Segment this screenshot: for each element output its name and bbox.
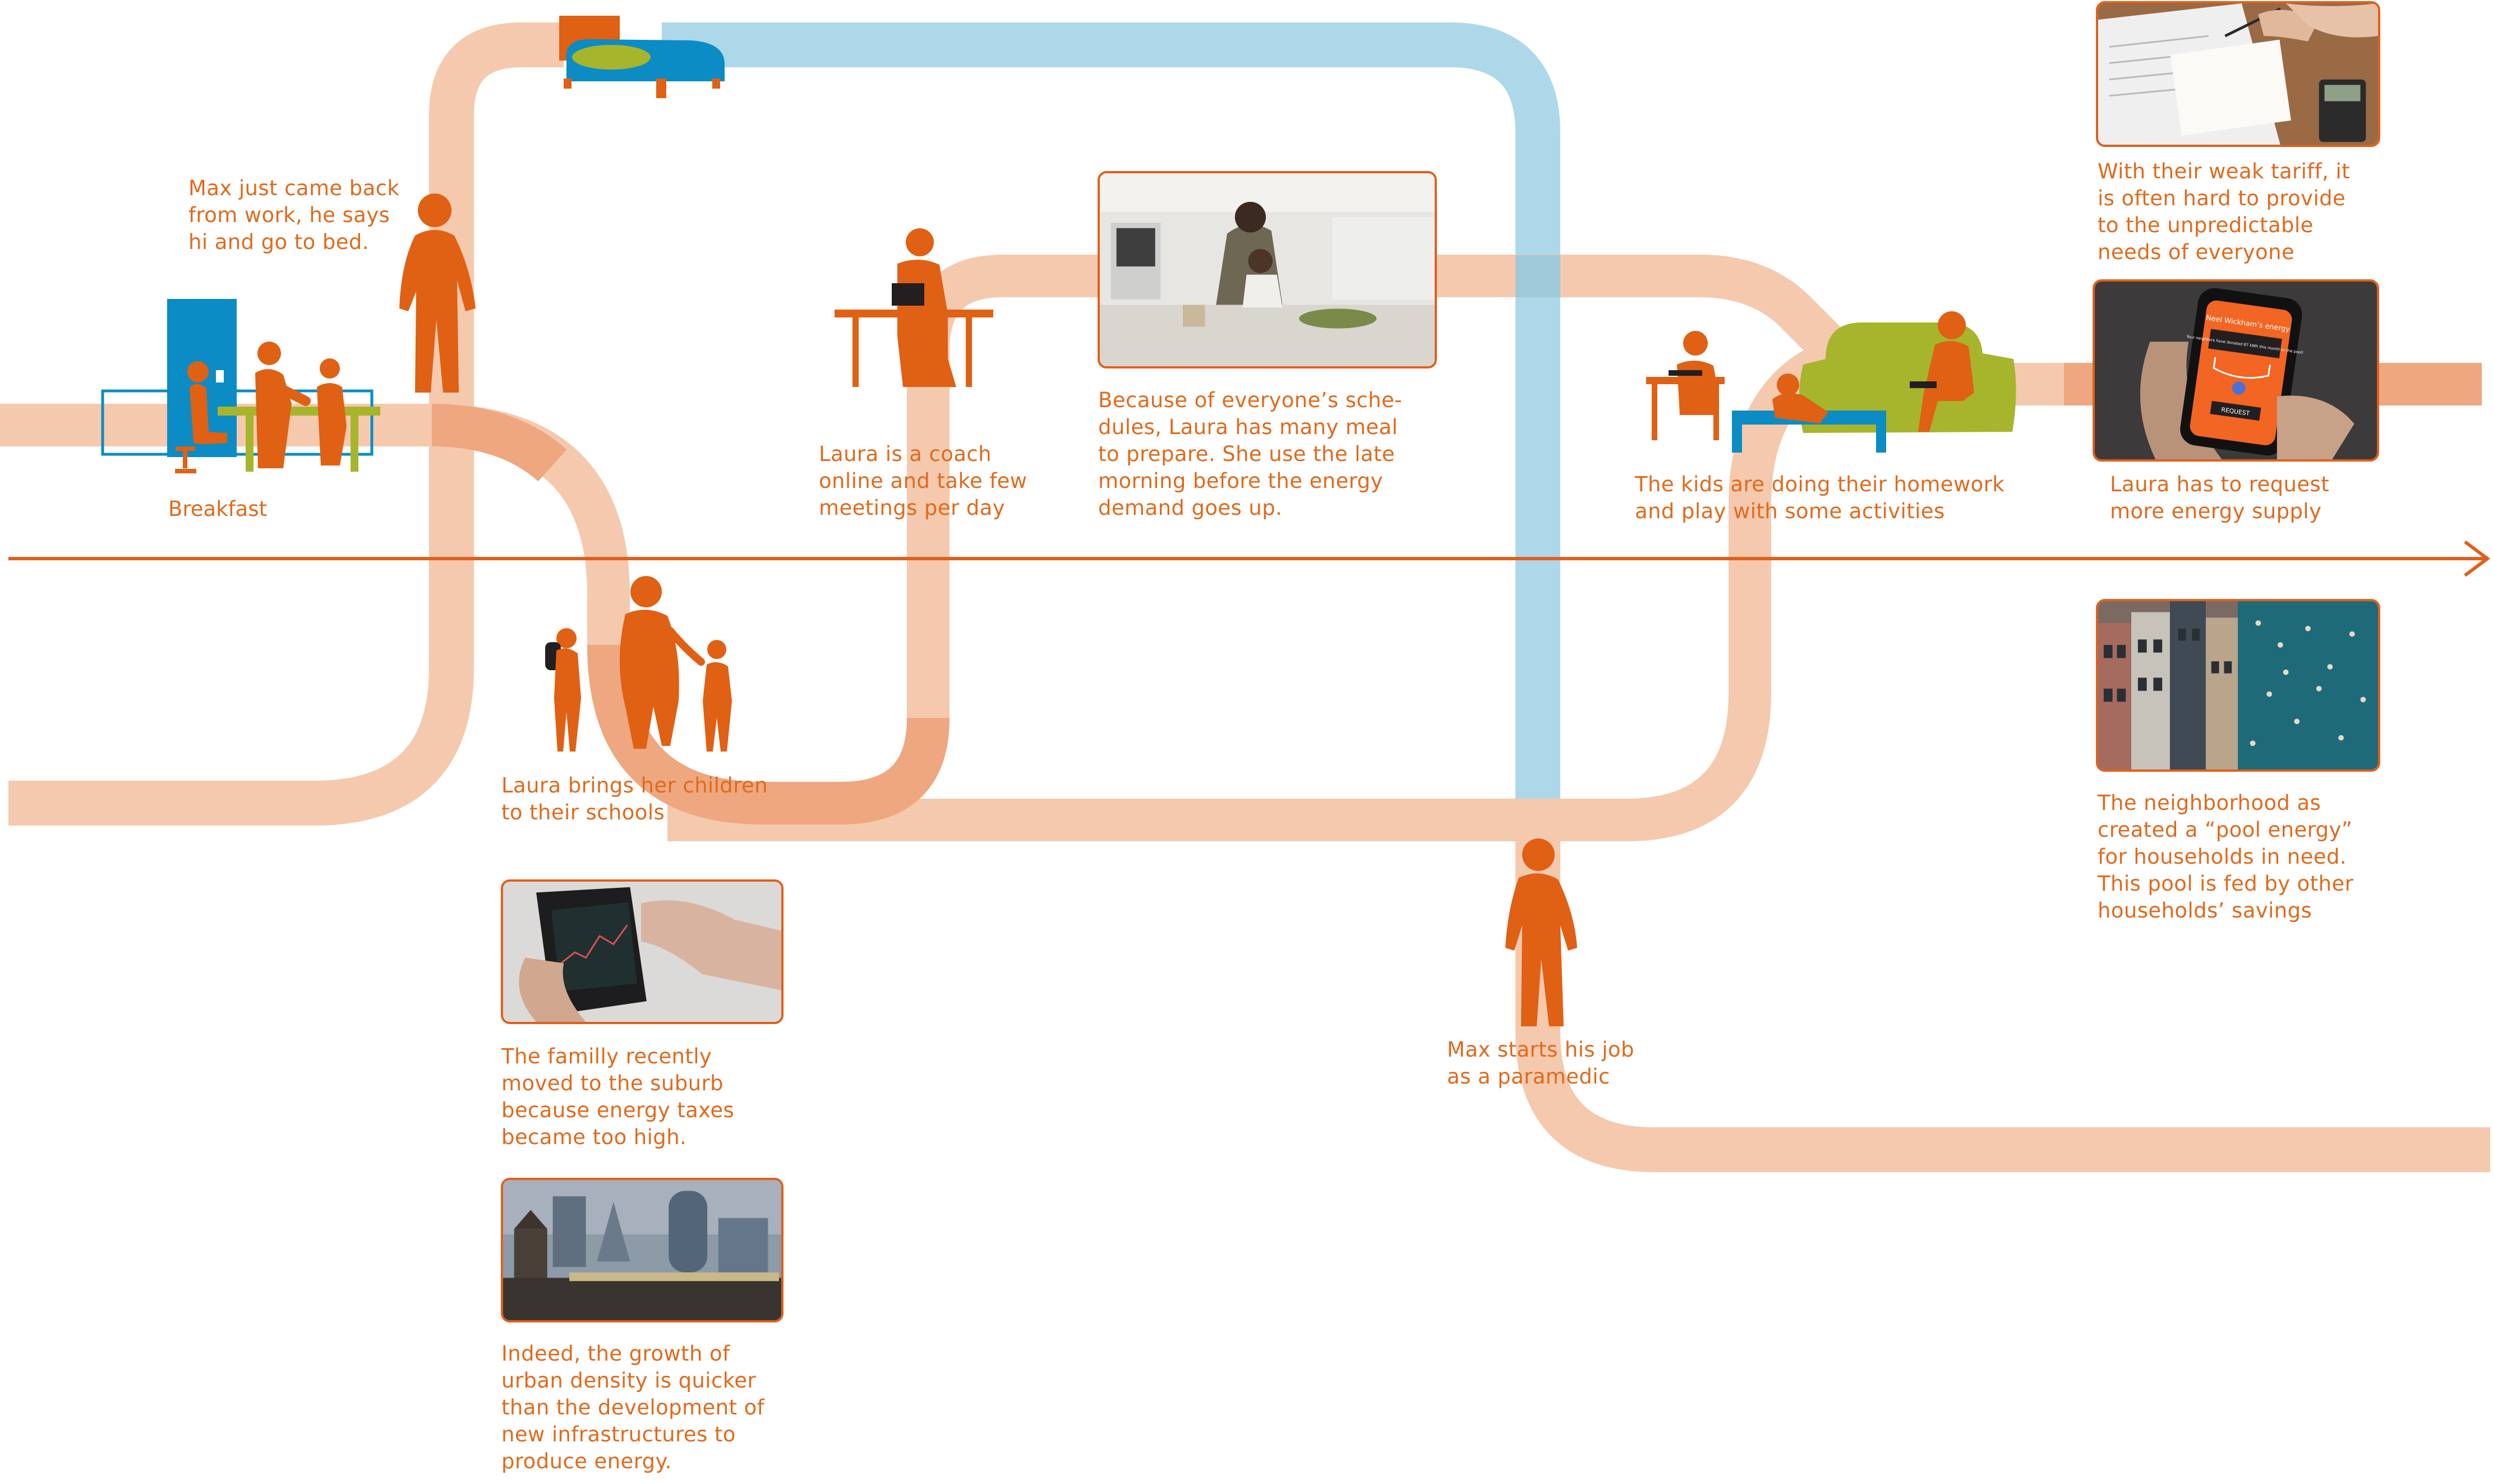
max-flow-band [8, 22, 564, 826]
photo-phone-stocks [501, 879, 784, 1024]
walking-man-icon [399, 193, 476, 393]
caption-laura-children: Laura brings her children to their schoo… [501, 773, 768, 824]
caption-max-back: Max just came back from work, he says hi… [188, 176, 400, 254]
family-walking-icon [545, 576, 732, 752]
caption-pool-energy: The neighborhood as created a “pool ener… [2098, 791, 2354, 923]
overlap-segment [431, 404, 567, 482]
caption-urban-density: Indeed, the growth of urban density is q… [501, 1342, 765, 1473]
photo-energy-app: Neel Wickham’s energy Your neighbors hav… [2093, 279, 2379, 462]
sofa-reading-icon [1732, 311, 2016, 453]
caption-request-energy: Laura has to request more energy supply [2110, 472, 2330, 523]
breakfast-table-icon [101, 299, 380, 473]
caption-laura-coach: Laura is a coach online and take few mee… [819, 442, 1027, 520]
timeline-arrow-icon [8, 540, 2490, 577]
caption-max-job: Max starts his job as a paramedic [1447, 1038, 1634, 1089]
photo-paperwork [2096, 1, 2380, 147]
photo-city-skyline [501, 1178, 784, 1322]
caption-kids-homework: The kids are doing their homework and pl… [1635, 472, 2005, 523]
photo-houses-pool [2096, 599, 2380, 772]
caption-weak-tariff: With their weak tariff, it is often hard… [2098, 159, 2351, 264]
caption-family-moved: The familly recently moved to the suburb… [501, 1044, 735, 1149]
bed-icon [559, 16, 725, 98]
max-sleep-band [662, 22, 1560, 824]
laptop-desk-icon [835, 228, 993, 387]
standing-man-icon [1505, 838, 1577, 1026]
caption-breakfast: Breakfast [168, 497, 267, 521]
homework-desk-icon [1646, 331, 1725, 440]
photo-kitchen-cooking [1098, 171, 1437, 368]
overlap-segment [587, 644, 950, 824]
max-work-band [1515, 824, 2490, 1172]
caption-meal-prep: Because of everyone’s sche- dules, Laura… [1098, 388, 1403, 520]
